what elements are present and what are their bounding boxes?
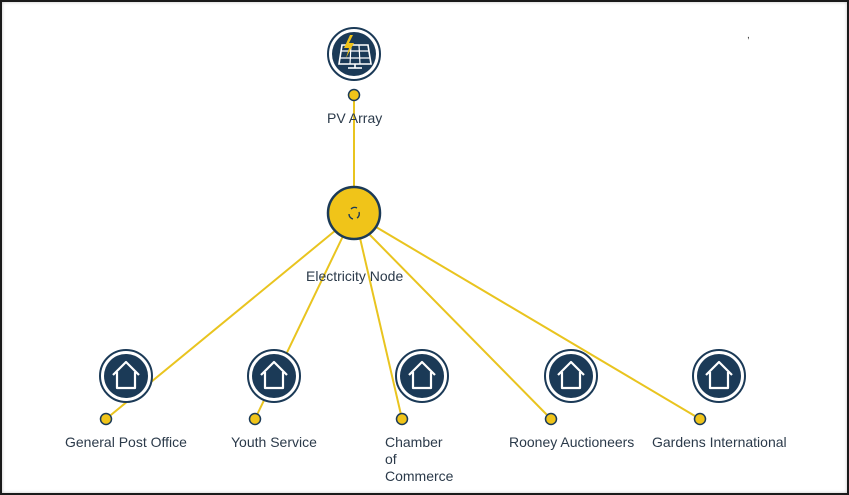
link-node-to-rooney-auctioneers	[368, 233, 552, 420]
pv-array-connector[interactable]	[347, 88, 361, 102]
stray-mark: ,	[747, 30, 750, 41]
solar-panel-icon	[338, 35, 372, 69]
connector-general-post-office[interactable]	[99, 412, 113, 426]
house-icon	[408, 360, 436, 390]
electricity-node-label: Electricity Node	[306, 268, 404, 284]
consumer-node-gardens-international[interactable]	[692, 349, 746, 403]
pv-array-label: PV Array	[327, 110, 383, 126]
spinner-icon	[348, 206, 361, 220]
pv-array-node[interactable]	[327, 27, 381, 81]
house-icon	[112, 360, 140, 390]
consumer-node-chamber-of-commerce[interactable]	[395, 349, 449, 403]
consumer-label-general-post-office: General Post Office	[65, 434, 187, 450]
link-node-to-chamber-of-commerce	[359, 237, 403, 420]
electricity-node[interactable]	[326, 185, 382, 241]
consumer-node-general-post-office[interactable]	[99, 349, 153, 403]
connector-gardens-international[interactable]	[693, 412, 707, 426]
house-icon	[260, 360, 288, 390]
link-node-to-gardens-international	[375, 226, 701, 420]
consumer-node-youth-service[interactable]	[247, 349, 301, 403]
connector-youth-service[interactable]	[248, 412, 262, 426]
consumer-label-rooney-auctioneers: Rooney Auctioneers	[509, 434, 635, 450]
house-icon	[705, 360, 733, 390]
consumer-node-rooney-auctioneers[interactable]	[544, 349, 598, 403]
consumer-label-youth-service: Youth Service	[231, 434, 317, 450]
consumer-label-chamber-of-commerce: Chamber of Commerce	[385, 434, 454, 484]
house-icon	[557, 360, 585, 390]
connector-chamber-of-commerce[interactable]	[395, 412, 409, 426]
connector-rooney-auctioneers[interactable]	[544, 412, 558, 426]
consumer-label-gardens-international: Gardens International	[652, 434, 787, 450]
